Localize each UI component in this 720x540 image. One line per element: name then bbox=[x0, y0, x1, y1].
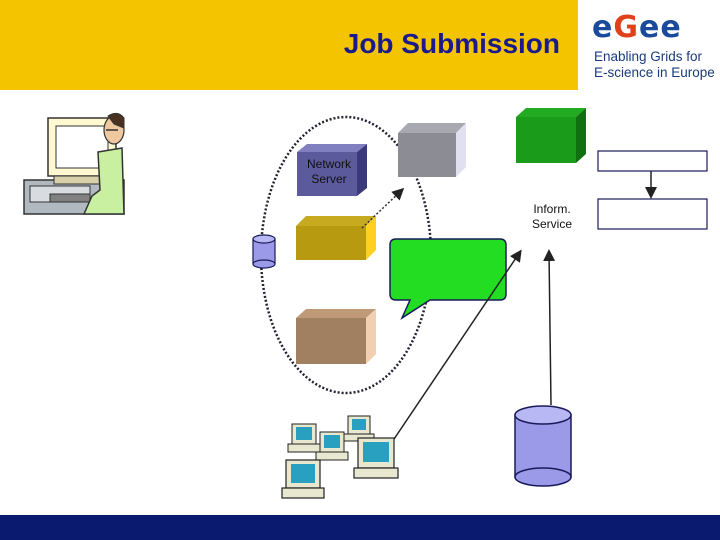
logo-tagline-2: E-science in Europe bbox=[594, 65, 715, 80]
speech-bubble bbox=[389, 238, 507, 320]
dotted-connector bbox=[361, 187, 405, 229]
right-box-top bbox=[597, 150, 708, 172]
egee-logo: eGee Enabling Grids for E-science in Eur… bbox=[578, 0, 720, 90]
computers-to-info-arrow bbox=[387, 249, 522, 449]
green-node-box bbox=[516, 108, 586, 163]
computer-cluster-icon bbox=[281, 415, 399, 499]
network-server-label: Network Server bbox=[306, 157, 351, 186]
database-icon-large bbox=[514, 405, 572, 487]
database-icon-small bbox=[252, 234, 276, 269]
slide-title: Job Submission bbox=[343, 28, 560, 59]
title-banner bbox=[0, 0, 578, 90]
user-at-computer-icon bbox=[23, 112, 125, 215]
logo-tagline-1: Enabling Grids for bbox=[594, 49, 703, 64]
network-server-box bbox=[297, 144, 367, 196]
inform-service-label: Inform. Service bbox=[531, 202, 572, 231]
right-box-bottom bbox=[597, 198, 708, 230]
olive-node-box bbox=[296, 216, 376, 260]
gray-node-box bbox=[398, 123, 466, 177]
database-to-info-arrow bbox=[543, 249, 556, 406]
logo-wordmark: eGee bbox=[592, 10, 682, 45]
brown-node-box bbox=[296, 309, 376, 364]
footer-bar bbox=[0, 515, 720, 540]
job-submission-diagram bbox=[23, 108, 708, 499]
